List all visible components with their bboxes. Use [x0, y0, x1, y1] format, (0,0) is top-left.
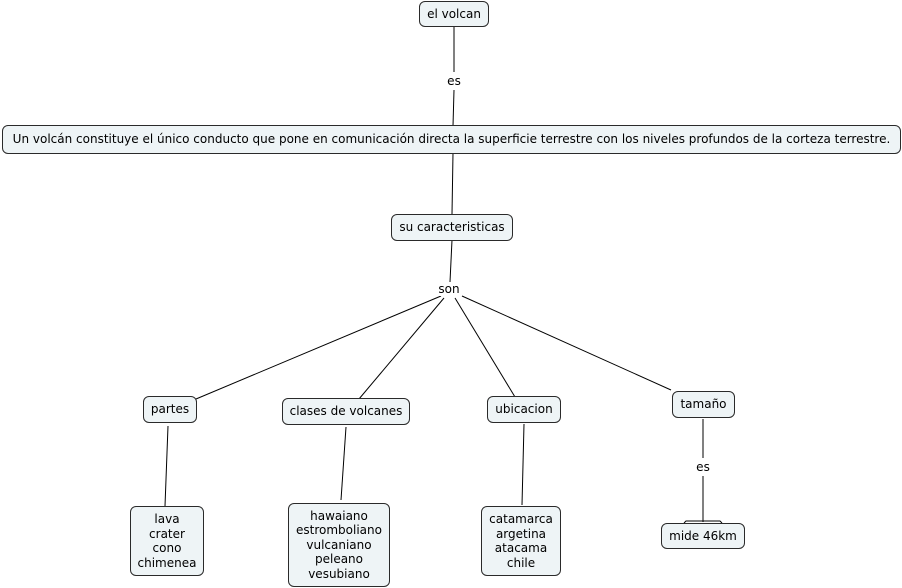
link-label-es-size: es: [694, 460, 712, 474]
node-partes-label: partes: [150, 402, 190, 417]
node-parts-list[interactable]: lava crater cono chimenea: [130, 506, 204, 576]
list-item: atacama: [494, 541, 548, 555]
node-tamano-label: tamaño: [680, 397, 727, 412]
node-el-volcan-label: el volcan: [427, 6, 481, 21]
node-mide-46km-label: mide 46km: [669, 528, 737, 543]
link-parts-list: [164, 425, 169, 507]
node-classes-list[interactable]: hawaiano estromboliano vulcaniano pelean…: [288, 503, 390, 587]
node-clases-de-volcanes-label: clases de volcanes: [289, 404, 403, 419]
link-son-parts: [195, 295, 442, 400]
node-definition[interactable]: Un volcán constituye el único conducto q…: [2, 125, 901, 154]
node-definition-label: Un volcán constituye el único conducto q…: [12, 132, 891, 147]
list-item: vulcaniano: [306, 537, 372, 552]
link-classes-list: [340, 426, 347, 501]
list-item: chimenea: [137, 555, 197, 570]
node-ubicacion[interactable]: ubicacion: [487, 396, 561, 423]
link-size-value-cap: [683, 520, 723, 524]
list-item: crater: [149, 526, 185, 541]
link-definition-characteristics: [451, 152, 454, 215]
node-su-caracteristicas[interactable]: su caracteristicas: [391, 214, 513, 241]
list-item: lava: [154, 512, 180, 526]
list-item: hawaiano: [310, 508, 368, 523]
link-son-classes: [358, 297, 445, 400]
node-ubicacion-label: ubicacion: [495, 402, 553, 417]
node-partes[interactable]: partes: [143, 396, 197, 423]
link-label-es-top: es: [445, 74, 463, 88]
list-item: peleano: [314, 552, 364, 567]
list-item: argetina: [495, 526, 547, 541]
node-location-list[interactable]: catamarca argetina atacama chile: [481, 506, 561, 576]
link-son-location: [454, 297, 516, 398]
list-item: estromboliano: [296, 523, 382, 538]
node-el-volcan[interactable]: el volcan: [419, 1, 489, 27]
link-root-definition-lower: [452, 89, 455, 127]
list-item: cono: [152, 541, 182, 555]
list-item: chile: [506, 555, 536, 570]
node-clases-de-volcanes[interactable]: clases de volcanes: [282, 398, 410, 425]
list-item: catamarca: [489, 512, 553, 526]
link-characteristics-son: [449, 239, 453, 283]
node-mide-46km[interactable]: mide 46km: [661, 523, 745, 549]
link-location-list: [521, 423, 525, 506]
node-tamano[interactable]: tamaño: [672, 391, 735, 418]
link-son-size: [461, 295, 672, 391]
list-item: vesubiano: [308, 566, 370, 581]
link-label-son: son: [436, 282, 462, 296]
node-su-caracteristicas-label: su caracteristicas: [399, 220, 505, 235]
